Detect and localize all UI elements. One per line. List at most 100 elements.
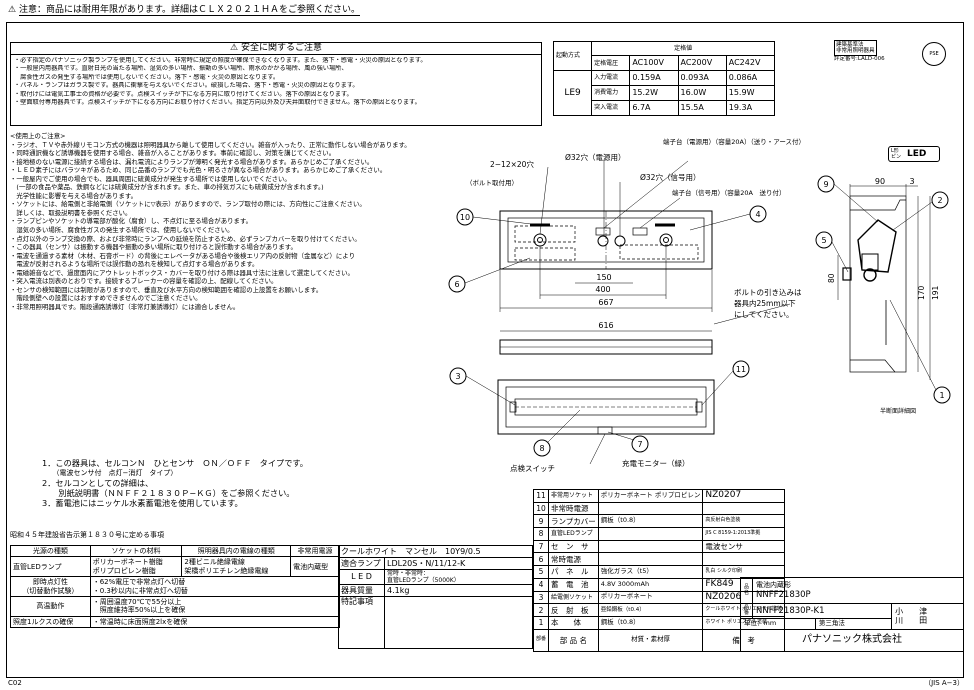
bolt-note-line: 器具内25mm以下	[734, 298, 796, 308]
spec-cell: 照度1ルクスの確保	[10, 615, 91, 629]
usage-line: ・ラジオ、ＴＶや赤外線リモコン方式の機器は照明器具から離して使用してください。雑…	[10, 140, 411, 149]
usage-line: ・同時通訳機など誘導機器を使用する場合、雑音が入ることがあります。事前に確認し、…	[10, 149, 336, 158]
spec-cell: ・周囲温度70℃で55分以上 照度維持率50%以上を確保	[89, 595, 341, 617]
spec-value	[384, 596, 533, 649]
safety-line: ・壁面取付専用器具です。点検スイッチが下になる方向にお取り付けください。指定方向…	[14, 99, 421, 107]
terminal-signal-label: 端子台（信号用）（容量20A 送り付）	[672, 188, 785, 197]
dim-150: 150	[596, 273, 611, 282]
usage-notes: <使用上のご注意> ・ラジオ、ＴＶや赤外線リモコン方式の機器は照明器具から離して…	[10, 132, 570, 311]
callout-label: 6	[454, 280, 459, 289]
dim-80: 80	[827, 273, 836, 283]
warning-icon: ⚠	[230, 43, 241, 53]
callout-label: 1	[939, 391, 944, 400]
certification: 建築基準法 非常用照明器具 評定番号:LALD-006	[834, 40, 918, 64]
usage-line: ・非常用照明器具です。階段通路誘導灯（非常灯兼誘導灯）には適合しません。	[10, 302, 240, 311]
spec-cell: ・62%電圧で非常点灯へ切替・0.3秒以内に非常点灯へ切替	[89, 576, 341, 597]
start-method: LE9	[552, 70, 593, 116]
usage-line: 電波が反射されるような場所では誤作動の恐れを検知して点灯する場合があります。	[10, 260, 259, 269]
warning-icon: ⚠	[8, 5, 17, 15]
header-note: ⚠ 注意：商品には耐用年限があります。詳細はＣＬＸ２０２１ＨＡをご参照ください。	[8, 5, 361, 16]
safety-line: ・取付けには電気工事士の資格が必要です。点検スイッチが下になる方向に取り付けてく…	[14, 90, 353, 98]
signal-hole	[614, 235, 626, 247]
usage-line: ・ソケットには、給電側と非給電側（ソケットに▽表示）がありますので、ランプ取付の…	[10, 200, 366, 209]
unit-label: 単位：mm	[740, 618, 816, 630]
callout-11	[732, 360, 750, 378]
hole-power-label: Ø32穴（電源用）	[565, 152, 625, 162]
start-method-label: 起動方式	[552, 40, 593, 72]
safety-title: ⚠ 安全に関するご注意	[11, 43, 541, 55]
spec-header: 非常用電源	[290, 544, 340, 558]
usage-line: 光学性能に影響を与える場合があります。	[10, 191, 137, 200]
drawing-frame	[6, 22, 964, 678]
spec-value: 常時・非常時：直管LEDランプ（5000K）	[384, 569, 533, 585]
law-note: 昭和４５年建設省告示第１８３０号に定める事項	[10, 531, 164, 539]
callout-label: 7	[637, 440, 642, 449]
rating-value: 6.7A	[629, 99, 679, 117]
bolt-hole	[659, 233, 673, 247]
usage-line: 湿気の多い場所、腐食性ガスの発生する場所では、使用しないでください。	[10, 226, 234, 235]
callout-1	[933, 386, 951, 404]
section-view-label: 半断面詳細図	[880, 407, 916, 415]
cert-number: 評定番号:LALD-006	[834, 56, 885, 62]
callout-label: 3	[455, 372, 460, 381]
spec-label: 器具質量	[338, 584, 385, 597]
dim-170: 170	[917, 285, 926, 300]
callout-6	[448, 275, 466, 293]
check-switch-label: 点検スイッチ	[510, 463, 555, 473]
regulation-spec-table: 光源の種類 ソケットの材料 照明器具内の電線の種類 非常用電源 直管LEDランプ…	[10, 544, 341, 629]
note-line: 別紙説明書（ＮＮＦＦ２１８３０Ｐ−ＫＧ）をご参照ください。	[42, 488, 295, 498]
product-notes: 1．この器具は、セルコンＮ ひとセンサ ＯＮ／ＯＦＦ タイプです。 （電波センサ…	[42, 458, 308, 508]
hole-signal-label: Ø32穴（信号用）	[640, 172, 700, 182]
callout-label: 4	[755, 210, 760, 219]
bolt-note-line: にしてください。	[734, 310, 794, 319]
spec-cell: ポリカーボネート樹脂ポリプロピレン樹脂	[89, 556, 183, 578]
usage-line: ・この器具（センサ）は振動する機器や振動の多い場所に取り付けると誤作動する場合が…	[10, 243, 297, 252]
led-logo-label: L形ピン	[891, 148, 902, 160]
dim-400: 400	[595, 285, 610, 294]
spec-label: L E D	[338, 569, 385, 585]
safety-line: 腐食性ガスの発生する場所では使用しないでください。落下・感電・火災の原因となりま…	[14, 73, 280, 81]
cert-line: 建築基準法	[836, 42, 864, 48]
spec-label: 適合ランプ	[338, 557, 385, 570]
pse-mark-icon: PSE	[922, 42, 946, 66]
spec-value: 4.1kg	[384, 584, 533, 597]
projection-label: 第三角法	[814, 618, 893, 630]
usage-line: ・電磁雑音などで、過度面内にアウトレットボックス・カバーを取り付ける際は器具寸法…	[10, 268, 354, 277]
spec-value: LDL20S・N/11/12-K	[384, 557, 533, 570]
charge-monitor-label: 充電モニター（緑）	[622, 458, 690, 468]
callout-label: 8	[539, 444, 544, 453]
callout-label: 9	[823, 180, 828, 189]
callout-8	[533, 439, 551, 457]
safety-box: ⚠ 安全に関するご注意 ・必ず指定のパナソニック製ランプを使用してください。非常…	[10, 42, 542, 126]
rating-table: 起動方式 定格値 定格電圧 AC100V AC200V AC242V LE9 入…	[552, 40, 776, 117]
header-note-text: 注意：商品には耐用年限があります。詳細はＣＬＸ２０２１ＨＡをご参照ください。	[18, 5, 361, 16]
note-line: 1．この器具は、セルコンＮ ひとセンサ ＯＮ／ＯＦＦ タイプです。	[42, 458, 308, 468]
terminal-power-label: 端子台（電源用）（容量20A）（送り・アース付）	[663, 137, 805, 146]
color-spec: クールホワイト マンセル 10Y9/0.5	[338, 545, 533, 558]
spec-header: 照明器具内の電線の種類	[181, 544, 292, 558]
callout-5	[815, 231, 833, 249]
spec-header: 光源の種類	[10, 544, 91, 558]
note-line: （電波センサ付 点灯−消灯 タイプ）	[42, 469, 178, 477]
callout-label: 5	[821, 236, 826, 245]
usage-line: ・ＬＥＤ素子にはバラツキがあるため、同じ品番のランプでも光色・明るさが異なる場合…	[10, 166, 387, 175]
safety-line: ・一般屋内用器具です。直射日光の当たる場所、湿気の多い場所、振動の多い場所、雨水…	[14, 65, 348, 73]
spec-cell: 2種ビニル絶縁電線架橋ポリエチレン絶縁電線	[181, 556, 292, 578]
usage-line: ・点灯以外のランプ交換の際、および非常時にランプへの延焼を防止するため、必ずラン…	[10, 234, 361, 243]
usage-line: ・センサの検知範囲には制限がありますので、垂直及び水平方向の検知範囲を確認の上設…	[10, 285, 323, 294]
dim-3: 3	[909, 177, 914, 186]
rating-header: 定格値	[591, 40, 775, 57]
safety-line: ・必ず指定のパナソニック製ランプを使用してください。非常時に規定の照度が確保でき…	[14, 57, 427, 64]
spec-header: ソケットの材料	[89, 544, 183, 558]
usage-line: ・電波を通過する素材（木材、石膏ボード）の背後にエレベータがある場合や後検エリア…	[10, 251, 355, 260]
usage-line: (一部の食品や薬品、鉄鋼などには硫黄成分が含まれます。また、車の排気ガスにも硫黄…	[10, 183, 324, 192]
cert-box: 建築基準法 非常用照明器具	[834, 40, 877, 56]
model-number: NNFF21830P-K1	[752, 603, 893, 619]
